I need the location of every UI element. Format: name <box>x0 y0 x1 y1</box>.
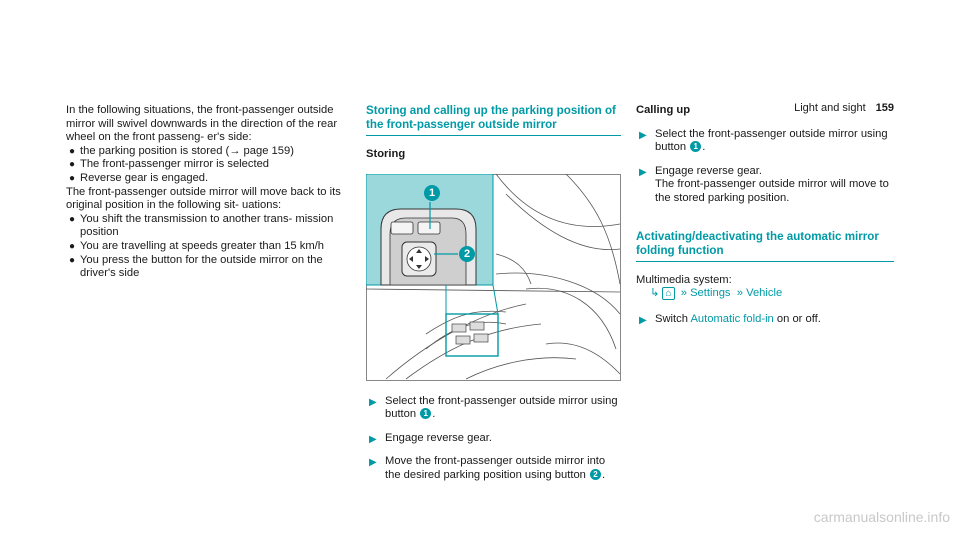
return-text: The front-passenger outside mirror will … <box>66 185 341 212</box>
step-item: ▶Move the front-passenger outside mirror… <box>369 455 606 481</box>
watermark: carmanualsonline.info <box>813 509 950 526</box>
menu-path: ↳ ⌂ » Settings » Vehicle <box>636 287 894 301</box>
step-arrow-icon: ▶ <box>639 166 647 178</box>
mirror-control-illustration: 1 2 <box>365 173 621 381</box>
button-2-badge: 2 <box>590 468 601 480</box>
page-header: Light and sight 159 <box>794 102 894 116</box>
step-arrow-icon: ▶ <box>369 396 377 408</box>
button-1-badge: 1 <box>420 408 432 420</box>
step-item: ▶Select the front-passenger outside mirr… <box>639 127 888 154</box>
list-item: ●the parking position is stored (→ page … <box>69 144 294 157</box>
submenu-arrow-icon: ↳ <box>650 287 660 300</box>
step-arrow-icon: ▶ <box>639 314 647 326</box>
callout-2: 2 <box>459 245 475 262</box>
section-heading: Storing and calling up the parking posit… <box>366 104 621 136</box>
chevron-icon: » <box>680 287 687 300</box>
list-item: ●The front-passenger mirror is selected <box>69 158 270 171</box>
step-arrow-icon: ▶ <box>369 433 377 445</box>
step-arrow-icon: ▶ <box>639 129 647 141</box>
section-heading-auto-fold: Activating/deactivating the automatic mi… <box>636 230 894 262</box>
column-left: In the following situations, the front-p… <box>66 104 344 281</box>
step-item: ▶Select the front-passenger outside mirr… <box>369 394 618 421</box>
storing-steps: ▶Select the front-passenger outside mirr… <box>366 395 621 483</box>
list-item: ●You are travelling at speeds greater th… <box>69 239 324 252</box>
callout-1: 1 <box>424 184 440 201</box>
menu-item-vehicle[interactable]: Vehicle <box>746 287 783 300</box>
page-number: 159 <box>875 102 894 114</box>
step-item: ▶Engage reverse gear.The front-passenger… <box>639 164 889 204</box>
illustration-svg <box>365 173 621 381</box>
section-title: Light and sight <box>794 102 866 114</box>
menu-item-settings[interactable]: Settings <box>690 287 731 300</box>
chevron-icon: » <box>736 287 743 300</box>
switch-step: ▶Switch Automatic fold-in on or off. <box>639 312 821 326</box>
intro-text: In the following situations, the front-p… <box>66 104 338 144</box>
subheading-storing: Storing <box>366 148 406 160</box>
button-1-badge: 1 <box>690 141 702 153</box>
list-item: ●You shift the transmission to another t… <box>69 212 334 239</box>
subheading-calling-up: Calling up <box>636 104 691 116</box>
step-item: ▶Engage reverse gear. <box>369 431 492 445</box>
list-item: ●You press the button for the outside mi… <box>69 253 323 280</box>
conditions-list: ●the parking position is stored (→ page … <box>66 145 344 186</box>
home-icon: ⌂ <box>662 287 675 301</box>
automatic-fold-in-link[interactable]: Automatic fold-in <box>690 312 774 325</box>
step-arrow-icon: ▶ <box>369 457 377 469</box>
column-right: Calling up ▶Select the front-passenger o… <box>636 104 894 326</box>
calling-up-steps: ▶Select the front-passenger outside mirr… <box>636 128 894 206</box>
return-conditions-list: ●You shift the transmission to another t… <box>66 213 344 281</box>
system-label: Multimedia system: <box>636 273 732 286</box>
column-middle: Storing and calling up the parking posit… <box>365 104 621 483</box>
list-item: ●Reverse gear is engaged. <box>69 171 209 184</box>
